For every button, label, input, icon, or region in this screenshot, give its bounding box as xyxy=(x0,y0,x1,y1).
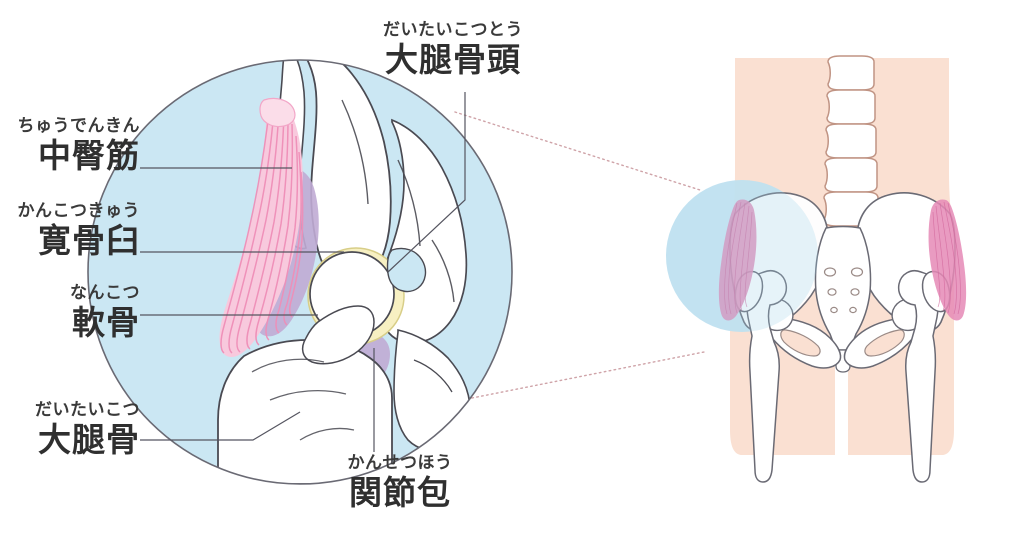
connector-lower xyxy=(461,351,705,401)
greater-sciatic-notch xyxy=(386,247,427,293)
label-femoral-head: だいたいこつとう 大腿骨頭 xyxy=(318,20,588,79)
label-acetabulum: かんこつきゅう 寛骨臼 xyxy=(0,201,140,260)
label-femoral-head-term: 大腿骨頭 xyxy=(385,40,521,79)
lumbar-vertebrae xyxy=(823,55,879,227)
label-gluteus-medius-term: 中臀筋 xyxy=(38,136,140,175)
label-gluteus-medius: ちゅうでんきん 中臀筋 xyxy=(0,116,140,175)
label-acetabulum-term: 寛骨臼 xyxy=(38,221,140,260)
label-cartilage-term: 軟骨 xyxy=(72,303,140,342)
label-gluteus-medius-ruby: ちゅうでんきん xyxy=(17,116,140,136)
label-joint-capsule-ruby: かんせつほう xyxy=(347,453,453,473)
label-femur-term: 大腿骨 xyxy=(38,420,140,459)
femur-bone xyxy=(217,339,393,484)
label-acetabulum-ruby: かんこつきゅう xyxy=(17,201,140,221)
leader-femoral-head xyxy=(387,92,466,273)
leader-femur xyxy=(140,411,301,441)
highlight-circle-overlay xyxy=(666,180,818,332)
muscle-tendon-origin xyxy=(259,97,296,128)
label-femur: だいたいこつ 大腿骨 xyxy=(0,400,140,459)
detail-circle-border xyxy=(87,59,513,485)
label-cartilage: なんこつ 軟骨 xyxy=(0,283,140,342)
label-joint-capsule-term: 関節包 xyxy=(349,473,451,512)
label-femoral-head-ruby: だいたいこつとう xyxy=(383,20,523,40)
gluteus-medius-overview xyxy=(718,199,967,321)
femur-bones-overview xyxy=(734,270,951,483)
body-silhouette xyxy=(730,58,954,455)
label-femur-ruby: だいたいこつ xyxy=(35,400,140,420)
label-cartilage-ruby: なんこつ xyxy=(70,283,140,303)
femoral-neck xyxy=(301,305,375,365)
muscle-fibers xyxy=(220,109,304,354)
label-joint-capsule: かんせつほう 関節包 xyxy=(300,453,500,512)
